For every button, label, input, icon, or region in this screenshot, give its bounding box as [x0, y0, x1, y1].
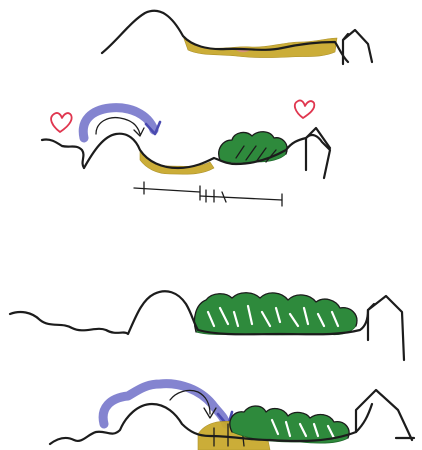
panel-4 — [50, 384, 414, 450]
panel-2-vegetation — [219, 132, 287, 163]
arrow-small-icon — [96, 118, 140, 134]
panel-3-vegetation-band — [194, 293, 356, 335]
panel-1-house-icon — [343, 30, 372, 64]
scale-bar — [134, 182, 282, 206]
panel-3 — [10, 291, 404, 360]
panel-4-house-icon — [356, 390, 414, 440]
bush-icon — [219, 132, 287, 163]
panel-4-arrow-large-icon — [103, 384, 226, 424]
panel-1 — [102, 11, 372, 64]
heart-left-icon — [51, 113, 72, 132]
panel-2 — [42, 100, 330, 206]
scale-bar-ticks — [144, 182, 282, 206]
panel-1-sand-fill — [183, 36, 337, 58]
heart-right-icon — [295, 100, 315, 118]
panel-3-house-icon — [368, 296, 404, 360]
scale-bar-line — [134, 188, 282, 200]
